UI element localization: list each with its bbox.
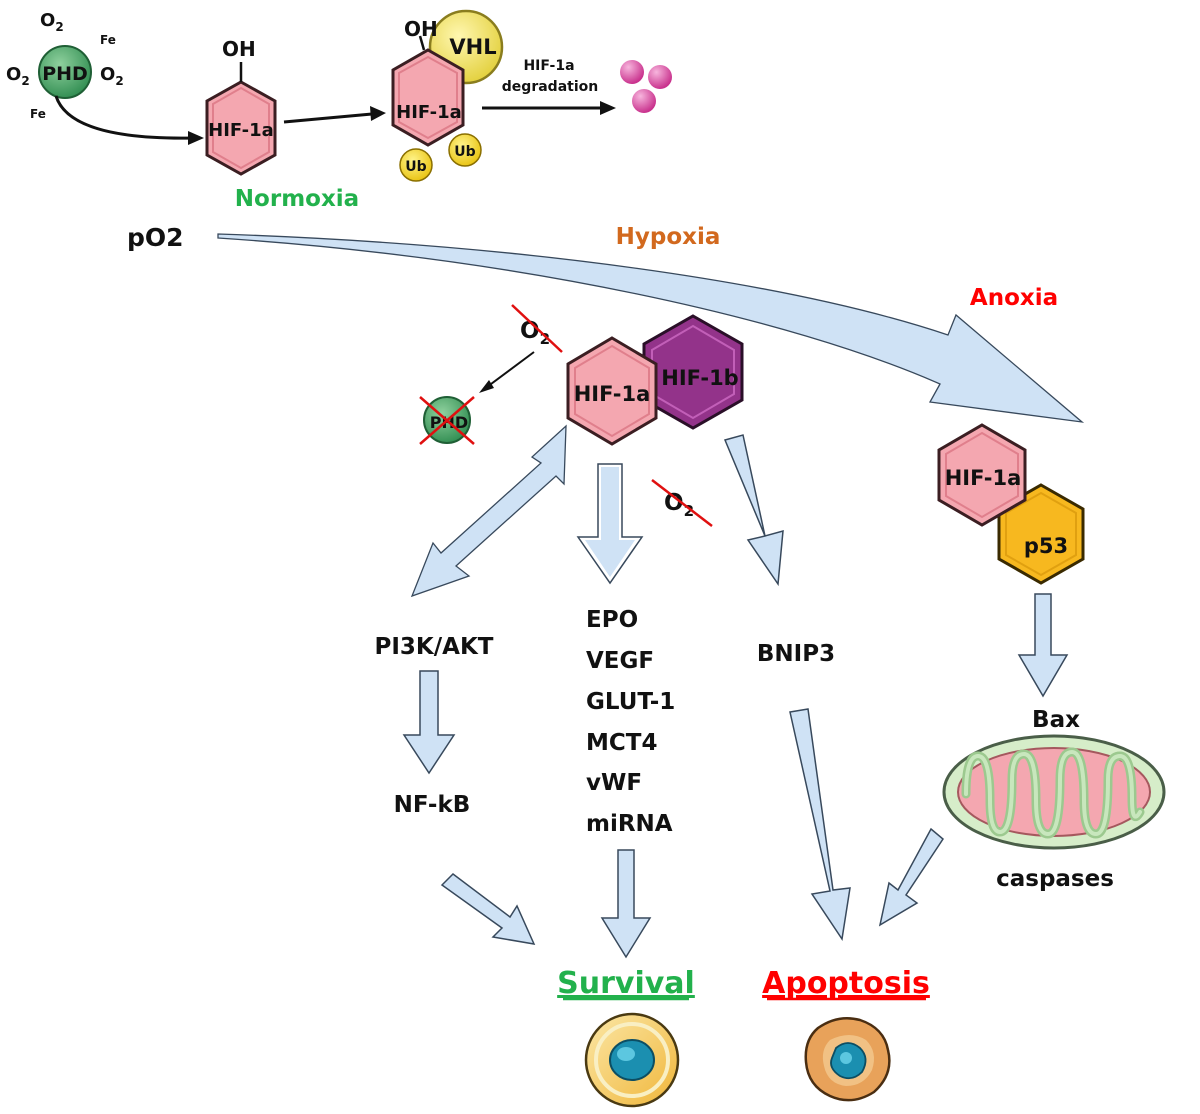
- vhl-hif-oh-label: OH: [404, 17, 438, 41]
- gene-item: GLUT-1: [586, 689, 675, 715]
- ub-circle-right: [448, 133, 482, 167]
- anoxia-hif1a-hexagon: HIF-1a: [937, 423, 1027, 527]
- gene-item: MCT4: [586, 730, 657, 756]
- hif-pi3k-double-arrow: [410, 424, 567, 598]
- hif1a-complex-label: HIF-1a: [574, 382, 651, 406]
- svg-text:O2: O2: [664, 490, 694, 520]
- degradation-label-line2: degradation: [502, 79, 598, 95]
- bax-label: Bax: [1032, 707, 1080, 733]
- genes-to-survival-arrow: [600, 849, 652, 959]
- svg-text:O2: O2: [520, 318, 550, 348]
- o2-to-phd-arrow: [486, 351, 535, 388]
- anoxia-hif1a-label: HIF-1a: [945, 466, 1022, 490]
- p53-to-bax-arrow: [1017, 593, 1069, 698]
- gene-item: miRNA: [586, 811, 673, 837]
- o2-right: O2: [100, 64, 124, 88]
- p53-label: p53: [1024, 534, 1068, 558]
- caspases-label: caspases: [996, 866, 1114, 892]
- gene-item: VEGF: [586, 648, 654, 674]
- o2-left: O2: [6, 64, 30, 88]
- phd-inactive: PHD: [419, 396, 475, 445]
- o2-to-phd-arrowhead: [479, 380, 494, 393]
- caspases-to-apoptosis-arrow: [878, 827, 944, 927]
- ub-label-right: Ub: [454, 144, 475, 160]
- po2-label: pO2: [127, 223, 184, 252]
- o2-absent-top: O2: [511, 304, 563, 353]
- fe-top-label: Fe: [100, 33, 116, 47]
- gene-item: EPO: [586, 607, 638, 633]
- nfkb-to-survival-arrow: [440, 873, 536, 945]
- phd-to-hif-arrow: [54, 95, 193, 140]
- anoxia-p53-hexagon: p53: [997, 483, 1085, 585]
- hif-to-vhl-arrowhead: [370, 106, 386, 121]
- phd-label: PHD: [42, 63, 88, 85]
- degradation-particles: [620, 60, 672, 113]
- gene-item: vWF: [586, 770, 642, 796]
- degradation-arrowhead: [600, 101, 616, 115]
- anoxia-title: Anoxia: [970, 285, 1058, 311]
- hif1a-hexagon: HIF-1a: [566, 336, 658, 446]
- survival-label: Survival: [557, 966, 695, 1001]
- bnip3-label: BNIP3: [757, 641, 835, 667]
- anoxia-section: p53 HIF-1a Bax caspases: [937, 423, 1166, 892]
- o2-absent-middle: O2: [651, 479, 713, 527]
- o2-top: O2: [40, 10, 64, 34]
- apoptotic-cell-icon: [804, 1017, 891, 1102]
- nfkb-label: NF-kB: [394, 792, 471, 818]
- fe-bottom-label: Fe: [30, 107, 46, 121]
- hif1b-hexagon: HIF-1b: [642, 314, 744, 430]
- hif-to-bnip3-arrow: [723, 434, 784, 587]
- po2-gradient-arrow: [217, 233, 1085, 423]
- hif1a-oh-label: OH: [222, 37, 256, 61]
- ub-label-left: Ub: [405, 159, 426, 175]
- apoptosis-label: Apoptosis: [762, 966, 930, 1001]
- vhl-hif1a-label: HIF-1a: [396, 102, 462, 123]
- normoxia-section: PHD O2 O2 O2 Fe Fe OH HIF-1a VHL OH H: [6, 9, 672, 212]
- hif1a-hydroxylated: OH HIF-1a: [205, 37, 277, 176]
- hypoxia-title: Hypoxia: [616, 224, 721, 250]
- phd-enzyme: PHD: [38, 45, 92, 99]
- pi3k-akt-label: PI3K/AKT: [375, 634, 494, 660]
- mitochondrion: [942, 734, 1166, 850]
- vhl-label: VHL: [449, 35, 496, 59]
- pi3k-to-nfkb-arrow: [402, 670, 456, 775]
- phd-to-hif-arrowhead: [188, 131, 204, 145]
- hif1a-label: HIF-1a: [208, 120, 274, 141]
- bnip3-to-apoptosis-arrow: [789, 708, 851, 942]
- hif-to-vhl-arrow: [283, 112, 373, 124]
- hypoxia-section: O2 PHD HIF-1b HIF-1a O2: [375, 304, 835, 837]
- ub-circle-left: [399, 148, 433, 182]
- hif1b-label: HIF-1b: [661, 366, 738, 390]
- vhl-complex: VHL OH HIF-1a Ub Ub: [391, 9, 504, 182]
- target-gene-list: EPO VEGF GLUT-1 MCT4 vWF miRNA: [586, 607, 675, 837]
- surviving-cell-icon: [584, 1012, 680, 1108]
- normoxia-title: Normoxia: [235, 186, 359, 212]
- degradation-label-line1: HIF-1a: [523, 58, 574, 74]
